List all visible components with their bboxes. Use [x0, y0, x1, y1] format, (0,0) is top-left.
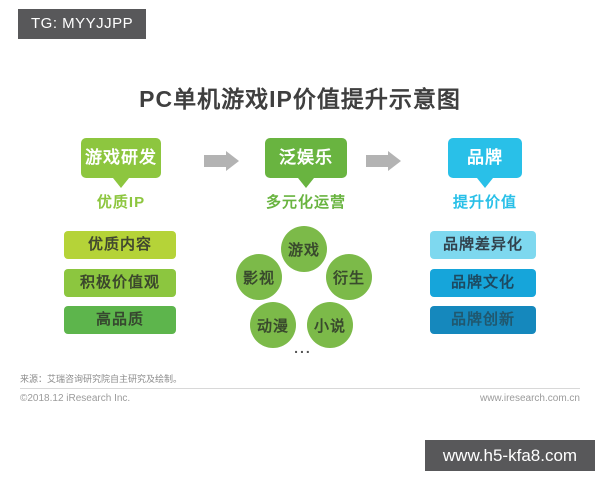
stage-caption-value-up: 提升价值	[452, 194, 517, 211]
circle-item: 动漫	[250, 302, 296, 348]
stage-badge-brand: 品牌	[448, 138, 522, 188]
ellipsis-more: ...	[294, 340, 312, 356]
stage-badge-label: 泛娱乐	[279, 148, 333, 167]
list-item: 优质内容	[64, 231, 176, 259]
list-item: 品牌文化	[430, 269, 536, 297]
stage-caption-diversified-operation: 多元化运营	[265, 194, 346, 211]
circle-item: 影视	[236, 254, 282, 300]
site-watermark-banner: www.h5-kfa8.com	[425, 440, 595, 471]
arrow-shaft	[366, 155, 388, 167]
arrow-head	[226, 151, 239, 171]
badge-tail-icon	[298, 178, 314, 188]
badge-tail-icon	[477, 178, 493, 188]
footer-divider	[20, 388, 580, 389]
arrow-head	[388, 151, 401, 171]
stage-badge-game-dev: 游戏研发	[81, 138, 161, 188]
list-item: 品牌创新	[430, 306, 536, 334]
arrow-shaft	[204, 155, 226, 167]
circle-item: 衍生	[326, 254, 372, 300]
page-title: PC单机游戏IP价值提升示意图	[139, 86, 461, 112]
copyright-text: ©2018.12 iResearch Inc.	[20, 393, 131, 404]
list-item: 高品质	[64, 306, 176, 334]
circle-item: 游戏	[281, 226, 327, 272]
stage-badge-label: 品牌	[467, 148, 503, 167]
iresearch-url: www.iresearch.com.cn	[479, 393, 580, 404]
stage-badge-label: 游戏研发	[85, 148, 157, 167]
circle-cluster: 游戏 影视 衍生 动漫 小说 ...	[233, 224, 373, 364]
stage-badge-pan-entertainment: 泛娱乐	[265, 138, 347, 188]
source-note: 来源：艾瑞咨询研究院自主研究及绘制。	[20, 374, 183, 384]
list-item: 品牌差异化	[430, 231, 536, 259]
right-arrow-icon	[204, 151, 239, 171]
badge-tail-icon	[113, 178, 129, 188]
list-item: 积极价值观	[64, 269, 176, 297]
right-arrow-icon	[366, 151, 401, 171]
stage-caption-quality-ip: 优质IP	[96, 194, 146, 211]
watermark-tag: TG: MYYJJPP	[18, 9, 147, 39]
circle-item: 小说	[307, 302, 353, 348]
